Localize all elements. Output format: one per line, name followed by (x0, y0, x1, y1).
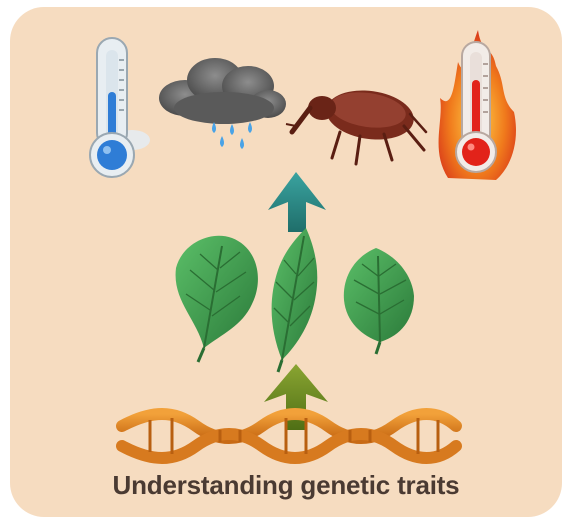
figure-caption: Understanding genetic traits (10, 470, 562, 501)
leaf-icon (176, 236, 258, 362)
weevil-beetle-icon (286, 85, 426, 164)
leaf-icon (272, 228, 318, 372)
up-arrow-icon (268, 172, 326, 232)
leaf-icon (344, 248, 414, 354)
rain-cloud-icon (159, 58, 286, 149)
hot-thermometer-icon (439, 30, 516, 180)
cold-thermometer-icon (90, 38, 150, 177)
